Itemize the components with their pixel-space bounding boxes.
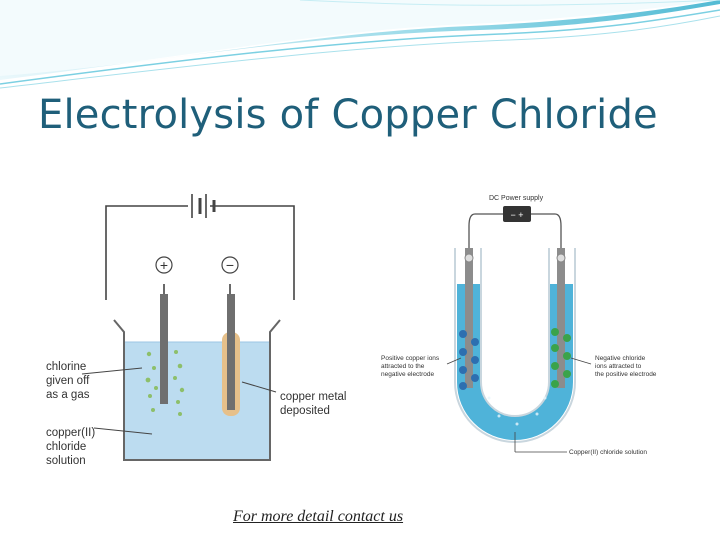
svg-text:ions attracted to: ions attracted to — [595, 363, 642, 370]
slide-title: Electrolysis of Copper Chloride — [38, 92, 658, 138]
svg-text:as a gas: as a gas — [46, 389, 90, 401]
svg-text:chloride: chloride — [46, 441, 86, 453]
svg-text:copper(II): copper(II) — [46, 427, 95, 439]
left-electrode — [465, 248, 473, 388]
negative-chloride-ions — [551, 328, 571, 388]
anode-electrode — [160, 294, 168, 404]
header-wave-decoration — [0, 0, 720, 89]
minus-terminal-icon — [221, 256, 239, 274]
plus-terminal-icon — [155, 256, 173, 274]
cathode-electrode — [227, 294, 235, 410]
svg-text:the positive electrode: the positive electrode — [595, 371, 657, 378]
svg-text:DC Power supply: DC Power supply — [489, 195, 544, 202]
svg-text:Copper(II) chloride solution: Copper(II) chloride solution — [569, 449, 647, 456]
u-tube-electrolysis-diagram: DC Power supply − + — [377, 186, 662, 460]
svg-text:deposited: deposited — [280, 405, 330, 417]
positive-copper-ions — [459, 330, 479, 390]
svg-text:chlorine: chlorine — [46, 361, 86, 373]
svg-text:copper metal: copper metal — [280, 391, 346, 403]
right-electrode — [557, 248, 565, 388]
svg-text:− +: − + — [510, 210, 523, 220]
svg-text:attracted to the: attracted to the — [381, 363, 425, 370]
svg-text:Negative chloride: Negative chloride — [595, 355, 646, 362]
dc-power-supply — [503, 206, 531, 222]
svg-text:solution: solution — [46, 455, 86, 467]
svg-text:negative electrode: negative electrode — [381, 371, 435, 378]
beaker-electrolysis-diagram: + − c — [44, 182, 372, 474]
contact-us-link[interactable]: For more detail contact us — [233, 508, 404, 525]
svg-text:given off: given off — [46, 375, 90, 387]
svg-text:+: + — [160, 257, 168, 273]
svg-text:−: − — [226, 257, 234, 273]
svg-text:Positive copper ions: Positive copper ions — [381, 355, 440, 362]
copper-chloride-solution — [125, 342, 269, 459]
chlorine-bubbles — [145, 350, 185, 416]
